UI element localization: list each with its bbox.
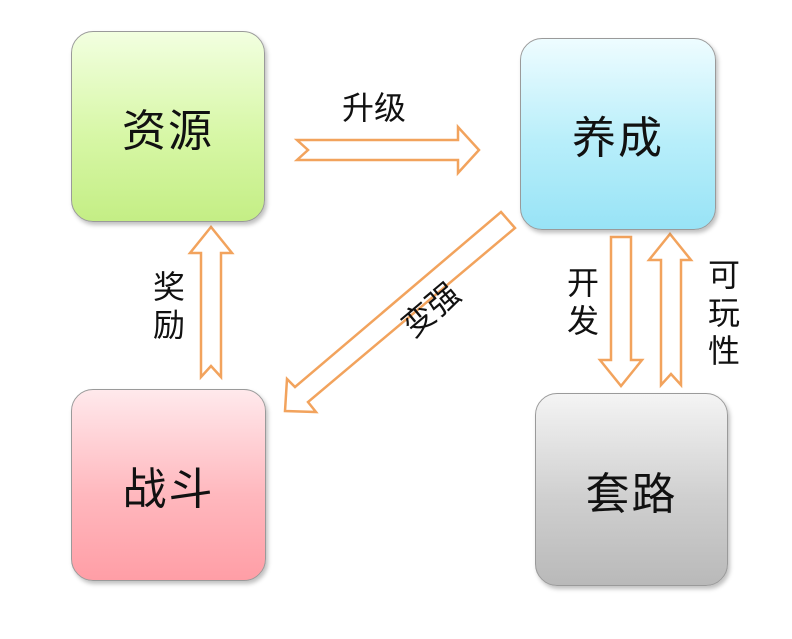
arrow-reward bbox=[187, 225, 235, 381]
node-battle: 战斗 bbox=[71, 389, 266, 581]
node-resources-label: 资源 bbox=[122, 105, 214, 157]
edge-label-reward: 奖励 bbox=[148, 270, 186, 346]
node-nurture-label: 养成 bbox=[572, 113, 664, 164]
node-nurture: 养成 bbox=[520, 38, 716, 230]
node-routine: 套路 bbox=[535, 393, 728, 586]
node-resources: 资源 bbox=[71, 31, 265, 222]
edge-label-develop: 开发 bbox=[562, 266, 600, 342]
edge-label-upgrade: 升级 bbox=[342, 89, 407, 127]
node-routine-label: 套路 bbox=[585, 468, 678, 520]
edge-label-playable: 可玩性 bbox=[703, 258, 741, 372]
arrow-upgrade bbox=[293, 123, 481, 177]
arrow-playable bbox=[646, 232, 694, 389]
arrow-stronger bbox=[283, 210, 517, 414]
arrow-develop bbox=[597, 235, 645, 388]
node-battle-label: 战斗 bbox=[122, 464, 215, 515]
